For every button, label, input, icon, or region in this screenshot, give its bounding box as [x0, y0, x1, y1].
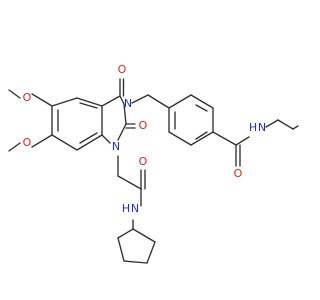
oxygen-label: O	[139, 155, 148, 168]
oxygen-label: O	[23, 91, 32, 104]
hydrogen-label: H	[122, 202, 130, 215]
bond-group	[8, 78, 299, 264]
molecule-structure: O O O O O O N N H N H N	[8, 63, 299, 264]
oxygen-label: O	[139, 119, 148, 132]
oxygen-label: O	[118, 63, 127, 76]
oxygen-label: O	[23, 136, 32, 149]
nitrogen-label: N	[131, 202, 139, 215]
nitrogen-label: N	[258, 121, 266, 134]
nitrogen-label: N	[112, 140, 120, 153]
oxygen-label: O	[234, 167, 243, 180]
nitrogen-label: N	[124, 97, 132, 110]
hydrogen-label: H	[249, 121, 257, 134]
